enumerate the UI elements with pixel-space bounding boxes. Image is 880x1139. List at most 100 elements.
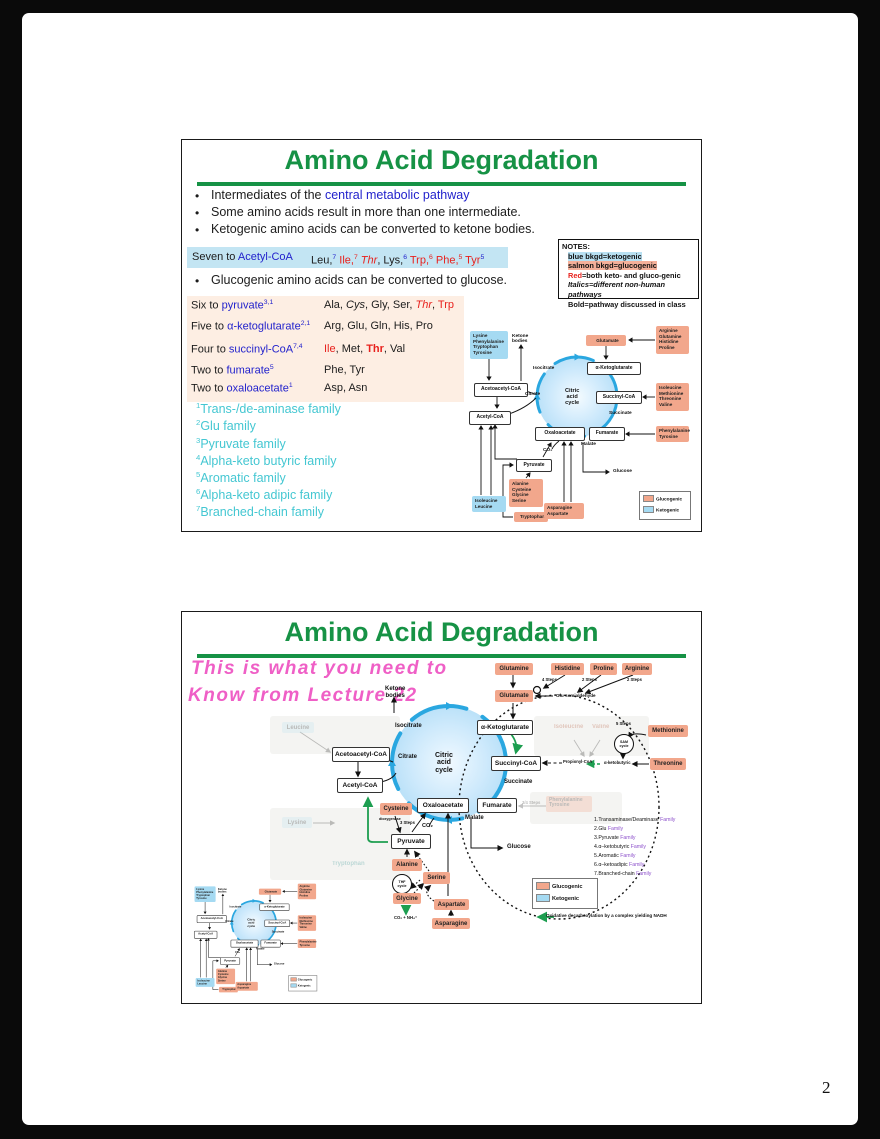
glucogenic-group-ile: Isoleucine Methionine Threonine Valine: [297, 915, 317, 931]
footnote-7: 7Branched-chain family: [196, 504, 324, 519]
sup-lys: 6: [403, 254, 407, 261]
glutamate-box: Glutamate: [586, 335, 626, 346]
oxidative-decarboxylation-note: Oxidative decarboxylation by a complex y…: [546, 913, 667, 918]
val: Ala,: [324, 299, 347, 311]
notes-red-rest: =both keto- and gluco-genic: [581, 270, 681, 280]
citric-cycle-diagram: Lysine Phenylalanine Tryptophan Tyrosine…: [451, 296, 701, 531]
row-sup: 3,1: [263, 299, 274, 306]
histidine-box: Histidine: [551, 663, 584, 675]
notes-red-word: Red: [568, 270, 582, 280]
glucose-label: Glucose: [273, 963, 285, 966]
glucogenic-swatch: [643, 495, 654, 502]
succinate-label: Succinate: [271, 930, 285, 934]
legend-glucogenic-label: Glucogenic: [297, 978, 313, 982]
ketogenic-group-bottom: Isoleucine Leucine: [472, 496, 506, 512]
succinate-label: Succinate: [609, 411, 632, 416]
legend-box: Glucogenic Ketogenic: [639, 491, 691, 520]
isoleucine-faded-label: Isoleucine: [554, 724, 584, 730]
fn-sup: 6: [196, 487, 201, 496]
malate-label: Malate: [256, 948, 265, 951]
ketogenic-swatch: [643, 506, 654, 513]
footnote-6: 6Alpha-keto adipic family: [196, 487, 332, 502]
citrate-label: Citrate: [398, 754, 418, 760]
legend-ketogenic-label: Ketogenic: [552, 895, 580, 902]
pyruvate-box: Pyruvate: [516, 459, 552, 472]
alpha-ketoglutarate-box: α-Ketoglutarate: [477, 720, 533, 735]
legend-glucogenic-label: Glucogenic: [656, 497, 683, 503]
citric-cycle-diagram-inset: Lysine Phenylalanine Tryptophan Tyrosine…: [184, 867, 323, 997]
leucine-faded-box: Leucine: [282, 722, 314, 733]
token-phe: Phe,: [432, 254, 459, 267]
val-trp: Trp: [437, 299, 455, 311]
notes-line-italics: Italics=different non-human pathways: [568, 280, 665, 299]
bullet-marker: •: [195, 206, 200, 220]
glucogenic-swatch: [290, 977, 297, 982]
ketobutyric-label: α-ketobutyric: [604, 760, 631, 765]
footnote-4: 4Alpha-keto butyric family: [196, 453, 336, 468]
ketogenic-swatch: [290, 983, 297, 988]
legend-box: Glucogenic Ketogenic: [532, 878, 598, 909]
row-label: Two to: [191, 382, 227, 395]
glucose-label: Glucose: [507, 844, 531, 850]
fn-sup: 5: [196, 470, 201, 479]
malate-label: Malate: [465, 815, 484, 821]
pyruvate-link: pyruvate: [221, 299, 264, 312]
fam-word: Family: [629, 844, 647, 850]
steps-34-faded-label: 3/4 Steps: [522, 800, 541, 805]
family-4: 4.α–ketobutyric Family: [594, 844, 647, 850]
ketoglutarate-link: α-ketoglutarate: [227, 320, 301, 333]
alpha-ketoglutarate-box: α-Ketoglutarate: [587, 362, 641, 375]
row-sup: 5: [269, 364, 274, 371]
acetyl-coa-box: Acetyl-CoA: [193, 930, 218, 939]
family-6: 6.α–ketoadipic Family: [594, 862, 644, 868]
notes-blue-bkgd: blue bkgd=ketogenic: [568, 251, 642, 261]
tryptophan-box: Tryptophan: [218, 986, 238, 993]
row-sup: 1: [288, 382, 293, 389]
val: ,: [432, 299, 438, 311]
tryptophan-box: Tryptophan: [514, 512, 548, 522]
notes-heading: NOTES:: [562, 242, 590, 251]
proline-box: Proline: [590, 663, 617, 675]
fam-word: Family: [606, 826, 624, 832]
glucogenic-group-arg: Arginine Glutamine Histidine Proline: [656, 326, 689, 354]
token-lys: , Lys,: [377, 254, 404, 267]
cycle-label: Citric acid cycle: [435, 752, 453, 774]
cysteine-box: Cysteine: [380, 803, 412, 815]
fn-text: Alpha-keto adipic family: [200, 488, 333, 503]
row-label: Five to: [191, 320, 228, 333]
fn-text: Branched-chain family: [200, 505, 324, 520]
glutamine-box: Glutamine: [495, 663, 533, 675]
fn-text: Trans-/de-aminase family: [200, 402, 341, 417]
token-thr: Thr: [357, 254, 378, 267]
val-thr-bold: Thr: [366, 343, 384, 355]
ketone-bodies-label: Ketone bodies: [385, 686, 406, 699]
family-5: 5.Aromatic Family: [594, 853, 636, 859]
bullet-4: Glucogenic amino acids can be converted …: [211, 273, 508, 287]
fn-text: Glu family: [200, 419, 256, 434]
sup-leu: 7: [332, 254, 337, 261]
aspartate-box: Aspartate: [434, 899, 469, 910]
succinyl-coa-box: Succinyl-CoA: [264, 919, 291, 927]
steps-5-label: 5 Steps: [616, 721, 631, 726]
fam-num: 2.: [594, 826, 599, 832]
cycle-label: Citric acid cycle: [247, 918, 256, 929]
threonine-box: Threonine: [650, 758, 686, 770]
propionyl-coa-label: Propionyl-CoA: [563, 759, 593, 764]
oxaloacetate-box: Oxaloacetate: [417, 798, 469, 813]
slide-1: Amino Acid Degradation • Intermediates o…: [181, 139, 702, 532]
bullet-marker: •: [195, 274, 200, 288]
fn-sup: 7: [196, 504, 201, 513]
legend-box: Glucogenic Ketogenic: [288, 975, 318, 992]
fn-text: Aromatic family: [200, 471, 286, 486]
acetyl-coa-box: Acetyl-CoA: [337, 778, 383, 793]
intermediate-table-background: [187, 296, 464, 402]
notes-box: NOTES: blue bkgd=ketogenic salmon bkgd=g…: [558, 239, 699, 309]
dioxygenase-label: dioxygenase: [379, 817, 401, 821]
row-label: Four to: [191, 343, 229, 356]
glucogenic-group-phe: Phenylalanine Tyrosine: [656, 426, 690, 442]
title-underline: [197, 182, 686, 186]
seven-to-acetylcoa-row: Seven to Acetyl-CoA Leu,7 Ile,7 Thr, Lys…: [187, 247, 508, 268]
fam-name: Glu: [598, 826, 607, 832]
bullet-3: Ketogenic amino acids can be converted t…: [211, 222, 535, 236]
faded-wash: [270, 808, 410, 880]
